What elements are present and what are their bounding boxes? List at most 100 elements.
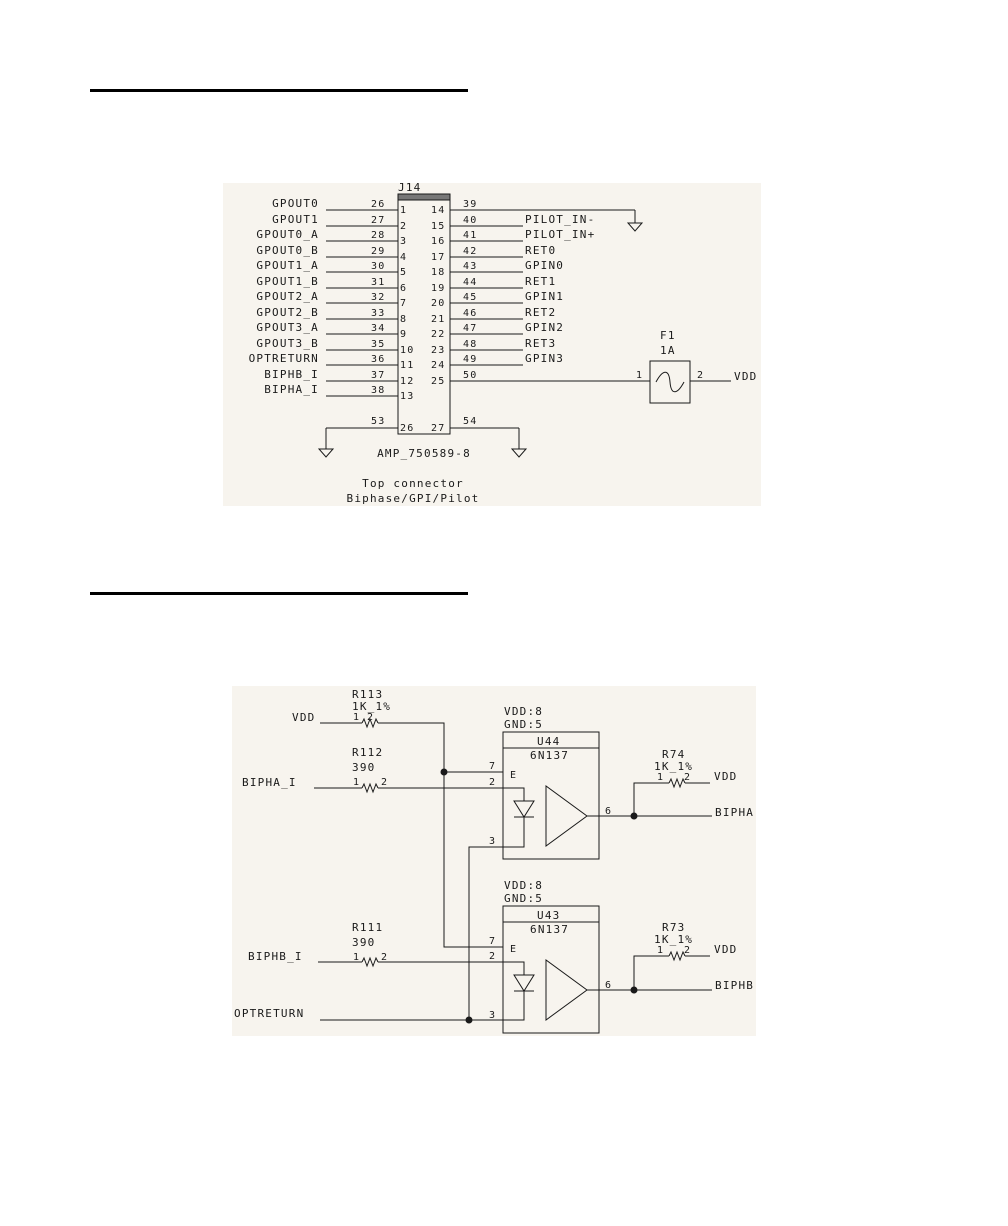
pin-number: 34: [371, 323, 385, 334]
pin-number: 46: [463, 308, 477, 319]
resistor-value: 1K_1%: [654, 933, 693, 946]
pin-number: 39: [463, 199, 477, 210]
ic-gnd-pin: GND:5: [504, 892, 543, 905]
amplifier-icon: [545, 785, 588, 847]
pin-number: 36: [371, 354, 385, 365]
fuse-value: 1A: [660, 344, 676, 357]
opto-schematic: R113 1K_1% 1 2 VDD R112 390 1 2 BIPHA_I …: [234, 688, 754, 1034]
signal-label: RET3: [525, 337, 556, 350]
pin-index: 12: [400, 376, 414, 387]
pin-index: 23: [431, 345, 445, 356]
net-label-vdd-r74: VDD: [714, 770, 737, 783]
resistor-pin: 1: [657, 772, 664, 783]
opto-schematic-panel: R113 1K_1% 1 2 VDD R112 390 1 2 BIPHA_I …: [232, 686, 756, 1036]
resistor-pin: 2: [381, 777, 388, 788]
resistor-r73: R73 1K_1% 1 2: [654, 921, 693, 962]
resistor-ref: R73: [662, 921, 685, 934]
pin-number: 33: [371, 308, 385, 319]
net-label-optreturn: OPTRETURN: [234, 1007, 304, 1020]
pin-index: 13: [400, 391, 414, 402]
resistor-zigzag-icon: [361, 956, 379, 968]
signal-label: GPIN1: [525, 290, 564, 303]
section-rule-top: [90, 89, 468, 92]
optocoupler-u44: VDD:8 GND:5 U44 6N137 7 2 3 E 6: [489, 705, 611, 860]
led-diode-icon: [513, 800, 535, 818]
pin-index: 2: [400, 221, 407, 232]
pin-index: 21: [431, 314, 445, 325]
resistor-pin: 1: [353, 777, 360, 788]
pin-label: 3: [489, 1010, 496, 1021]
pin-index: 8: [400, 314, 407, 325]
pin-index: 22: [431, 329, 445, 340]
resistor-ref: R112: [352, 746, 383, 759]
pin-index: 20: [431, 298, 445, 309]
ic-ref: U44: [537, 735, 560, 748]
pin-number: 35: [371, 339, 385, 350]
pin-index: 1: [400, 205, 407, 216]
pin-index: 15: [431, 221, 445, 232]
pin-number: 37: [371, 370, 385, 381]
signal-label: GPOUT0: [272, 197, 319, 210]
connector-caption: Top connector: [362, 477, 464, 490]
resistor-pin: 2: [367, 712, 374, 723]
signal-label: RET1: [525, 275, 556, 288]
resistor-r112: R112 390 1 2: [352, 746, 388, 794]
ic-vdd-pin: VDD:8: [504, 705, 543, 718]
net-label-bipha-out: BIPHA: [715, 806, 754, 819]
connector-part-number: AMP_750589-8: [377, 447, 471, 460]
signal-label: BIPHB_I: [264, 368, 319, 381]
resistor-value: 1K_1%: [654, 760, 693, 773]
pin-index: 5: [400, 267, 407, 278]
fuse-ref: F1: [660, 329, 676, 342]
pin-number: 44: [463, 277, 477, 288]
resistor-r113: R113 1K_1% 1 2: [352, 688, 390, 729]
net-label-bipha-in: BIPHA_I: [242, 776, 297, 789]
resistor-ref: R74: [662, 748, 685, 761]
amplifier-icon: [545, 959, 588, 1021]
left-pin-row: BIPHB_I 37 12: [264, 368, 414, 387]
pin-index: 19: [431, 283, 445, 294]
pin-index: 25: [431, 376, 445, 387]
pin-index: 6: [400, 283, 407, 294]
bottom-ground-left: 53 26: [317, 416, 413, 458]
signal-label: GPOUT3_B: [256, 337, 319, 350]
pin-index: 9: [400, 329, 407, 340]
pin-index: 17: [431, 252, 445, 263]
optocoupler-u43: VDD:8 GND:5 U43 6N137 7 2 3 E 6: [489, 879, 611, 1034]
signal-label: GPOUT3_A: [256, 321, 319, 334]
net-label-biphb-in: BIPHB_I: [248, 950, 303, 963]
pin-index: 3: [400, 236, 407, 247]
signal-label: GPOUT2_A: [256, 290, 319, 303]
fuse-pin1: 1: [636, 370, 643, 381]
pin-label: E: [510, 944, 517, 955]
junction-dot: [440, 768, 448, 776]
resistor-ref: R111: [352, 921, 383, 934]
resistor-zigzag-icon: [361, 782, 379, 794]
resistor-value: 390: [352, 936, 375, 949]
pin-number: 41: [463, 230, 477, 241]
resistor-r74: R74 1K_1% 1 2: [654, 748, 693, 789]
signal-label: GPOUT2_B: [256, 306, 319, 319]
right-pin-row: 19 44 RET1: [431, 275, 556, 294]
pin-number: 50: [463, 370, 477, 381]
connector-header-bar: [397, 193, 451, 201]
pin-label: 2: [489, 777, 496, 788]
right-pin-row: 25 50: [431, 370, 650, 387]
fuse-f1: F1 1A 1 2 VDD: [636, 329, 756, 404]
ground-icon: [317, 448, 335, 458]
pin-index: 24: [431, 360, 445, 371]
pin-label: 2: [489, 951, 496, 962]
resistor-pin: 2: [684, 945, 691, 956]
signal-label: GPOUT1_A: [256, 259, 319, 272]
